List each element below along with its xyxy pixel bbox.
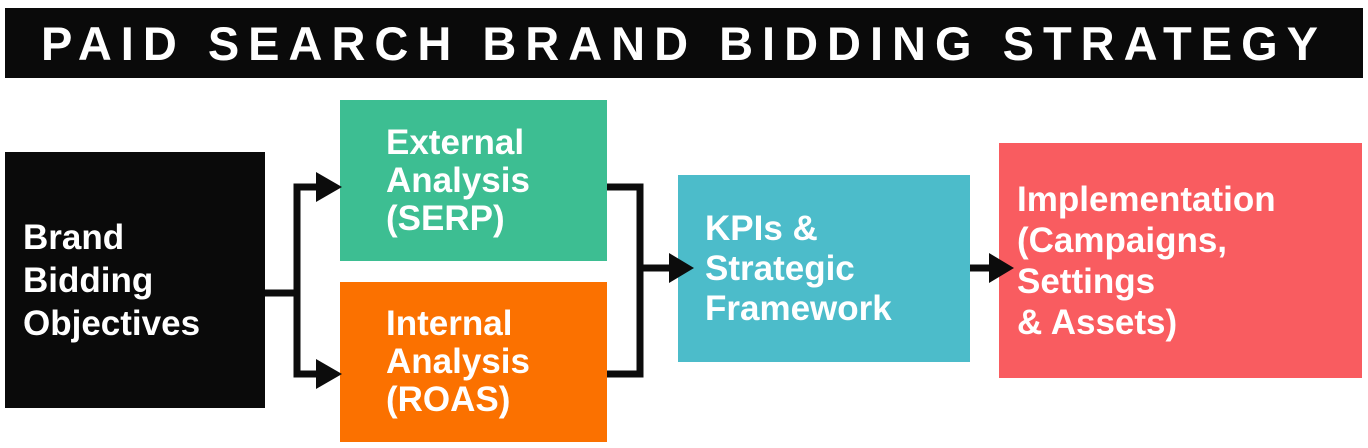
node-implementation: Implementation (Campaigns, Settings & As…: [999, 143, 1362, 378]
node-label-line: External: [386, 122, 525, 162]
node-kpis-strategic-framework: KPIs & Strategic Framework: [678, 175, 970, 362]
connector-line: [607, 183, 644, 378]
arrowhead-icon: [316, 359, 342, 389]
node-label-line: & Assets): [1017, 302, 1178, 342]
node-label-line: KPIs &: [705, 208, 818, 248]
node-label-line: Settings: [1017, 261, 1156, 301]
arrowhead-icon: [316, 172, 342, 202]
node-label-line: (Campaigns,: [1017, 220, 1228, 260]
node-label-line: Strategic: [705, 248, 855, 288]
node-internal-analysis-roas: Internal Analysis (ROAS): [340, 282, 607, 442]
node-brand-bidding-objectives: Brand Bidding Objectives: [5, 152, 265, 408]
node-label-line: Objectives: [23, 303, 201, 343]
page-title: PAID SEARCH BRAND BIDDING STRATEGY: [5, 8, 1363, 78]
node-label-line: (SERP): [386, 198, 505, 238]
node-label-line: Implementation: [1017, 179, 1276, 219]
node-label-line: Internal: [386, 304, 513, 343]
node-label-line: Brand: [23, 217, 125, 257]
node-label-line: Analysis: [386, 160, 530, 200]
node-label-line: Bidding: [23, 260, 154, 300]
node-label-line: Analysis: [386, 342, 530, 381]
node-external-analysis-serp: External Analysis (SERP): [340, 100, 607, 261]
node-label-line: Framework: [705, 288, 892, 328]
node-label-line: (ROAS): [386, 380, 511, 419]
connector-line: [293, 183, 318, 378]
